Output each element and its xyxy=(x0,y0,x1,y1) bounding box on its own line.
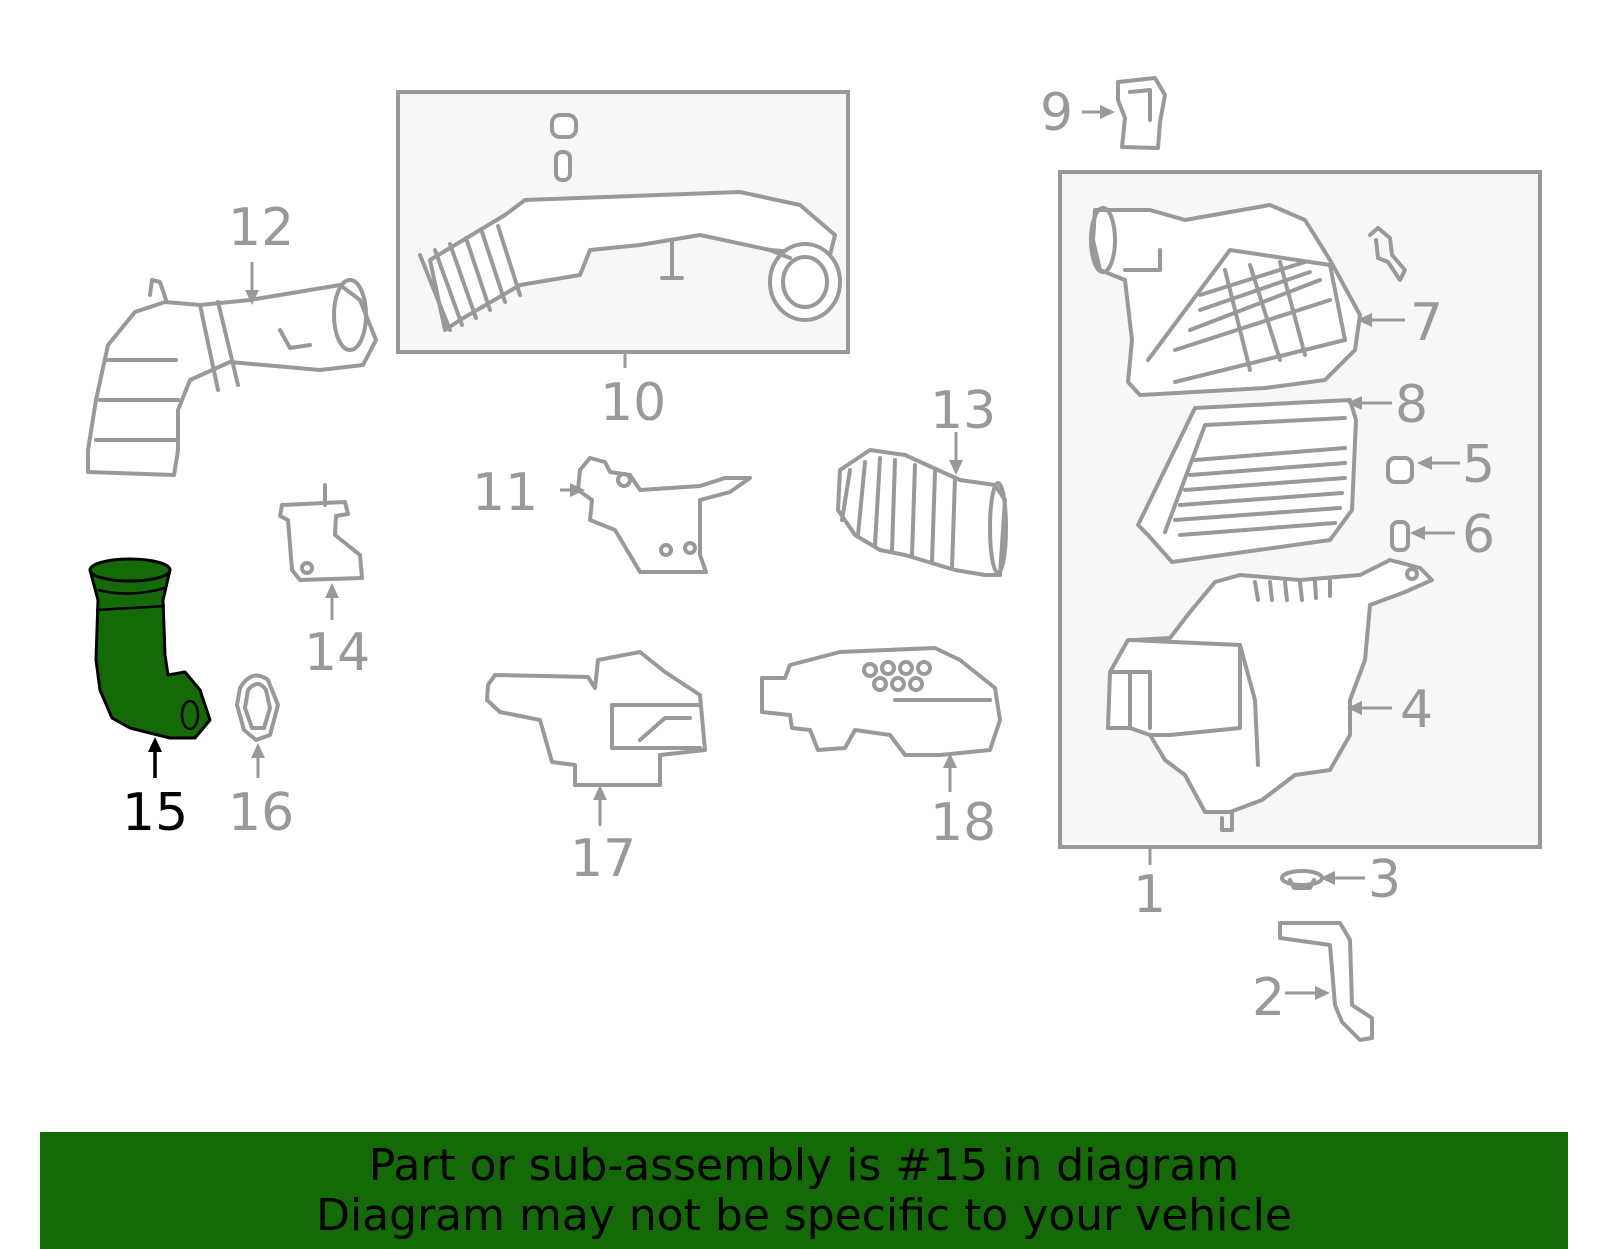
callout-3: 3 xyxy=(1368,850,1401,910)
part-6-pin[interactable] xyxy=(1390,520,1410,552)
part-4-air-cleaner-case[interactable] xyxy=(1106,558,1434,832)
callout-10: 10 xyxy=(600,373,666,433)
part-13-intake-hose[interactable] xyxy=(836,448,1008,577)
callout-5: 5 xyxy=(1462,435,1495,495)
callout-6: 6 xyxy=(1462,505,1495,565)
callout-12: 12 xyxy=(228,198,294,258)
callout-1: 1 xyxy=(1133,865,1166,925)
callout-arrows xyxy=(148,105,1460,1000)
callout-8: 8 xyxy=(1395,375,1428,435)
banner-line-2: Diagram may not be specific to your vehi… xyxy=(316,1189,1292,1241)
part-9-clip[interactable] xyxy=(1116,76,1167,150)
part-11-bracket[interactable] xyxy=(576,456,752,574)
callout-11: 11 xyxy=(472,463,538,523)
callout-2: 2 xyxy=(1252,968,1285,1028)
callout-16: 16 xyxy=(228,783,294,843)
callout-14: 14 xyxy=(304,623,370,683)
info-banner: Part or sub-assembly is #15 in diagram D… xyxy=(40,1132,1568,1249)
part-17-resonator[interactable] xyxy=(485,650,707,787)
callout-9: 9 xyxy=(1040,83,1073,143)
part-2-bracket[interactable] xyxy=(1278,921,1374,1042)
part-16-gasket[interactable] xyxy=(235,673,280,742)
callout-13: 13 xyxy=(930,381,996,441)
part-8-air-filter[interactable] xyxy=(1136,398,1358,564)
part-12-intake-elbow[interactable] xyxy=(86,278,378,477)
part-7-air-cleaner-cover[interactable] xyxy=(1089,203,1362,397)
callout-15: 15 xyxy=(122,783,188,843)
banner-line-1: Part or sub-assembly is #15 in diagram xyxy=(368,1139,1240,1191)
part-14-bracket[interactable] xyxy=(278,483,364,582)
part-3-grommet[interactable] xyxy=(1280,869,1324,890)
callout-7: 7 xyxy=(1410,293,1443,353)
part-18-sensor-housing[interactable] xyxy=(760,646,1002,757)
part-10-intake-tube[interactable] xyxy=(418,113,842,332)
part-small-hook[interactable] xyxy=(1368,226,1407,282)
callout-17: 17 xyxy=(570,829,636,889)
part-15-highlighted-duct[interactable] xyxy=(88,557,212,740)
callout-18: 18 xyxy=(930,793,996,853)
part-5-grommet[interactable] xyxy=(1386,456,1414,484)
callout-4: 4 xyxy=(1400,680,1433,740)
